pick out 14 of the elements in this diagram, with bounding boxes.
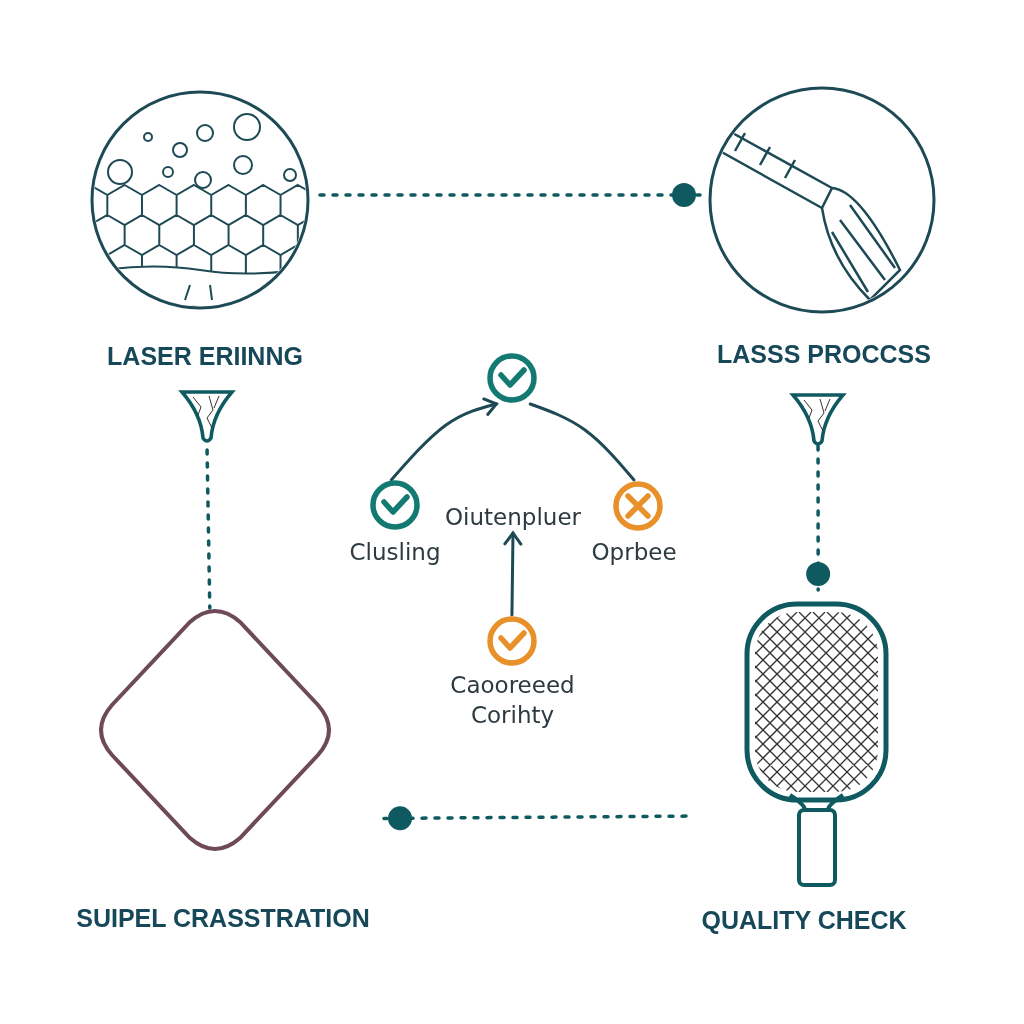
- arrow: [389, 397, 498, 482]
- step-title: QUALITY CHECK: [700, 906, 908, 935]
- status-label: Oprbee: [590, 538, 678, 567]
- status-label: Oiutenpluer: [444, 503, 582, 532]
- dotted-connector: [318, 183, 702, 208]
- dotted-connector: [382, 806, 688, 831]
- status-label: Caooreeed Corihty: [449, 671, 576, 730]
- dotted-connector: [205, 448, 212, 610]
- step-title: SUIPEL CRASSTRATION: [75, 904, 371, 933]
- step-title: LASSS PROCCSS: [716, 340, 932, 369]
- arrow: [503, 531, 523, 617]
- step-title: LASER ERIINNG: [106, 342, 304, 371]
- dotted-connector: [806, 444, 831, 592]
- status-label: Clusling: [348, 538, 442, 567]
